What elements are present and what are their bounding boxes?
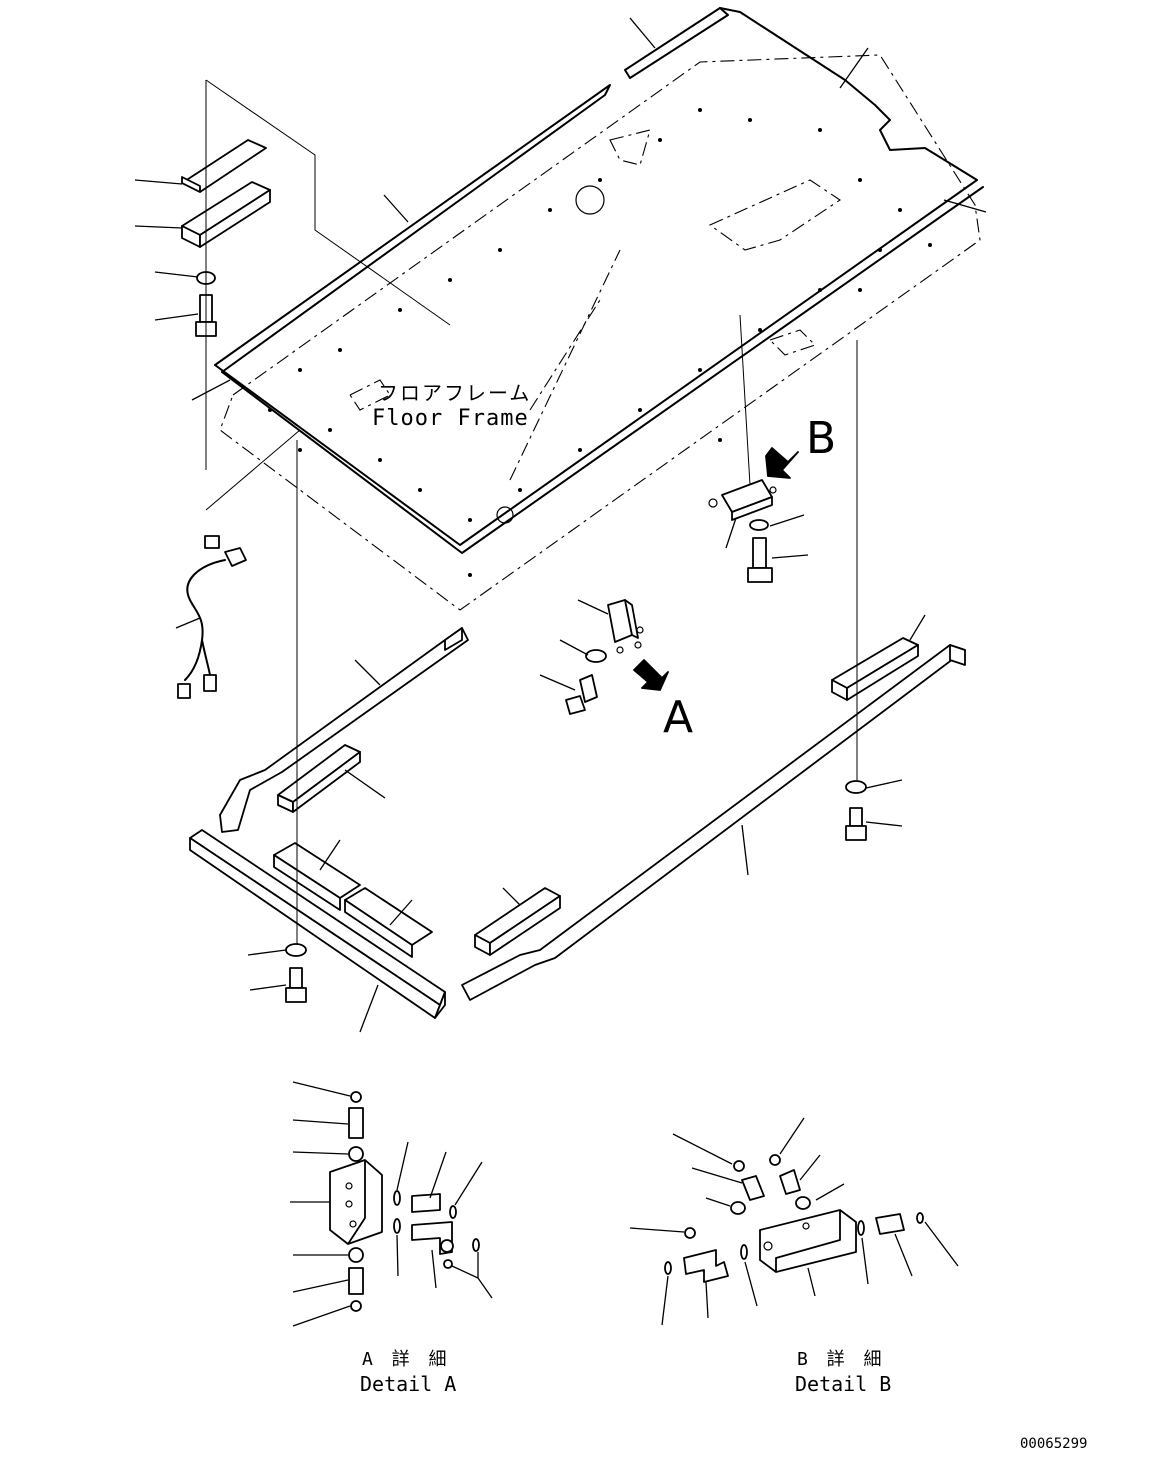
detail-a-label-jp: A 詳 細 xyxy=(362,1349,451,1370)
pad-block xyxy=(181,181,271,248)
valve-block-a xyxy=(565,599,644,715)
view-a-label: A xyxy=(663,692,693,743)
valve-block-b xyxy=(708,479,777,583)
drawing-number: 00065299 xyxy=(1020,1436,1087,1452)
floor-frame-label-en: Floor Frame xyxy=(372,406,529,431)
arrow-a-icon xyxy=(633,659,669,691)
bolt xyxy=(285,967,307,1003)
rail-front xyxy=(189,829,446,1019)
washer xyxy=(285,943,307,957)
view-b-label: B xyxy=(806,413,836,464)
pad-left-1 xyxy=(277,744,361,813)
pad-front-2 xyxy=(344,887,433,958)
rail-left xyxy=(219,627,469,833)
detail-b-label-en: Detail B xyxy=(795,1372,891,1396)
spacer-plate xyxy=(181,139,267,193)
detail-b xyxy=(629,1117,959,1326)
leader-lines xyxy=(134,17,987,1033)
bolt xyxy=(845,807,867,841)
rail-right xyxy=(461,644,966,1001)
washer xyxy=(845,780,867,794)
floor-plate xyxy=(219,54,981,611)
pad-front-1 xyxy=(273,842,361,911)
detail-a-label-en: Detail A xyxy=(360,1372,456,1396)
arrow-b-icon xyxy=(765,447,799,479)
seal-strip-long xyxy=(214,7,984,554)
floor-frame-label-jp: フロアフレーム xyxy=(378,381,531,405)
detail-a xyxy=(290,1081,493,1327)
detail-b-label-jp: B 詳 細 xyxy=(797,1349,886,1370)
pad-right-front xyxy=(474,887,561,956)
plate-holes xyxy=(268,108,932,577)
pad-right-rear xyxy=(831,637,919,701)
wiring-harness xyxy=(177,535,247,699)
